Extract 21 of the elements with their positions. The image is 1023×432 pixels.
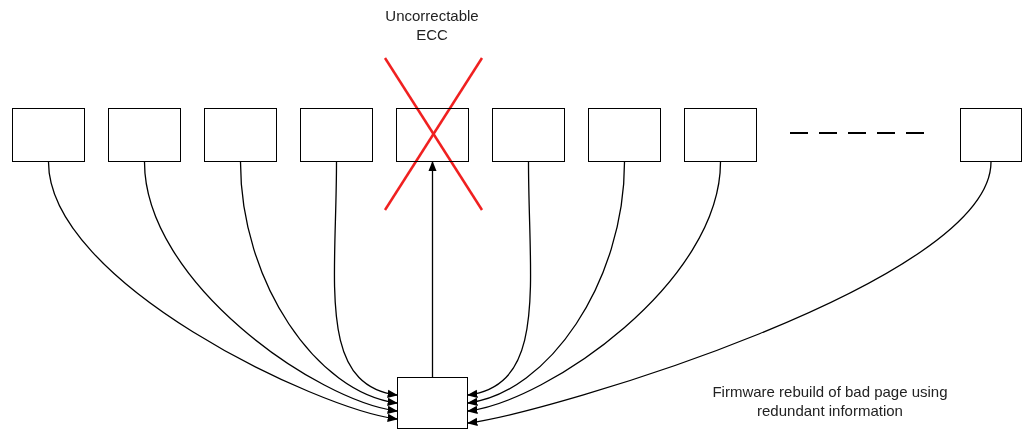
arrow xyxy=(428,160,437,378)
arrow xyxy=(467,161,722,414)
page-box xyxy=(300,108,373,162)
page-box xyxy=(588,108,661,162)
error-label: Uncorrectable ECC xyxy=(384,6,480,44)
arrow xyxy=(333,161,398,397)
page-box xyxy=(960,108,1022,162)
page-box xyxy=(204,108,277,162)
note-text: Firmware rebuild of bad page using redundant information xyxy=(711,382,949,420)
arrow xyxy=(467,161,992,426)
page-box xyxy=(12,108,85,162)
page-box xyxy=(492,108,565,162)
arrow xyxy=(143,161,398,414)
arrow xyxy=(47,161,398,422)
arrow xyxy=(239,161,398,405)
page-box xyxy=(397,377,468,429)
page-box xyxy=(108,108,181,162)
arrow xyxy=(467,161,532,397)
arrow xyxy=(467,161,626,405)
page-box xyxy=(684,108,757,162)
page-box xyxy=(396,108,469,162)
